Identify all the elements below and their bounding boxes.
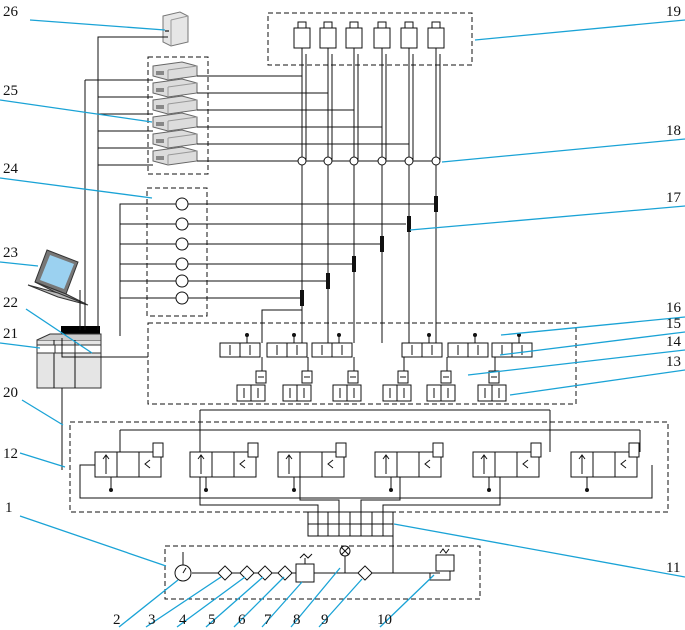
server-icon — [162, 11, 189, 47]
sensor-icon — [293, 21, 445, 55]
label-22: 22 — [3, 295, 18, 311]
label-18: 18 — [666, 123, 681, 139]
label-4: 4 — [179, 612, 187, 628]
solenoid-valve-row — [79, 409, 653, 499]
callout-labels: 26 25 24 23 22 21 20 12 1 2 3 4 5 6 7 8 … — [3, 4, 682, 628]
pressure-regulator-icon — [295, 553, 315, 583]
group-box-24 — [146, 187, 208, 317]
label-11: 11 — [666, 560, 680, 576]
label-5: 5 — [208, 612, 216, 628]
label-2: 2 — [113, 612, 121, 628]
label-13: 13 — [666, 354, 681, 370]
daq-device — [36, 326, 102, 389]
label-19: 19 — [666, 4, 681, 20]
relief-valve — [429, 548, 455, 581]
label-15: 15 — [666, 316, 681, 332]
laptop-icon — [27, 249, 89, 306]
rack-server-icon — [152, 61, 198, 166]
flow-indicator — [339, 545, 351, 573]
wiring — [61, 36, 176, 470]
label-17: 17 — [666, 190, 682, 206]
group-box-valves-upper — [147, 322, 577, 405]
flow-sensor-row — [297, 156, 441, 166]
label-20: 20 — [3, 385, 18, 401]
label-9: 9 — [321, 612, 329, 628]
leader-lines — [0, 19, 685, 628]
label-1: 1 — [5, 500, 13, 516]
cylinder-icon — [188, 196, 438, 306]
valve-icon — [219, 309, 533, 402]
pressure-gauge-icon — [174, 552, 192, 582]
label-3: 3 — [148, 612, 156, 628]
label-26: 26 — [3, 4, 19, 20]
filter-icon — [217, 565, 373, 581]
label-25: 25 — [3, 83, 18, 99]
label-10: 10 — [377, 612, 392, 628]
sensor-wiring — [197, 54, 441, 343]
controller-icon — [175, 197, 189, 305]
label-7: 7 — [264, 612, 272, 628]
air-supply-line — [192, 536, 440, 574]
label-14: 14 — [666, 334, 682, 350]
label-12: 12 — [3, 446, 18, 462]
label-23: 23 — [3, 245, 18, 261]
label-8: 8 — [293, 612, 301, 628]
label-16: 16 — [666, 300, 682, 316]
label-24: 24 — [3, 161, 19, 177]
label-6: 6 — [238, 612, 246, 628]
label-21: 21 — [3, 326, 18, 342]
manifold — [199, 477, 501, 537]
